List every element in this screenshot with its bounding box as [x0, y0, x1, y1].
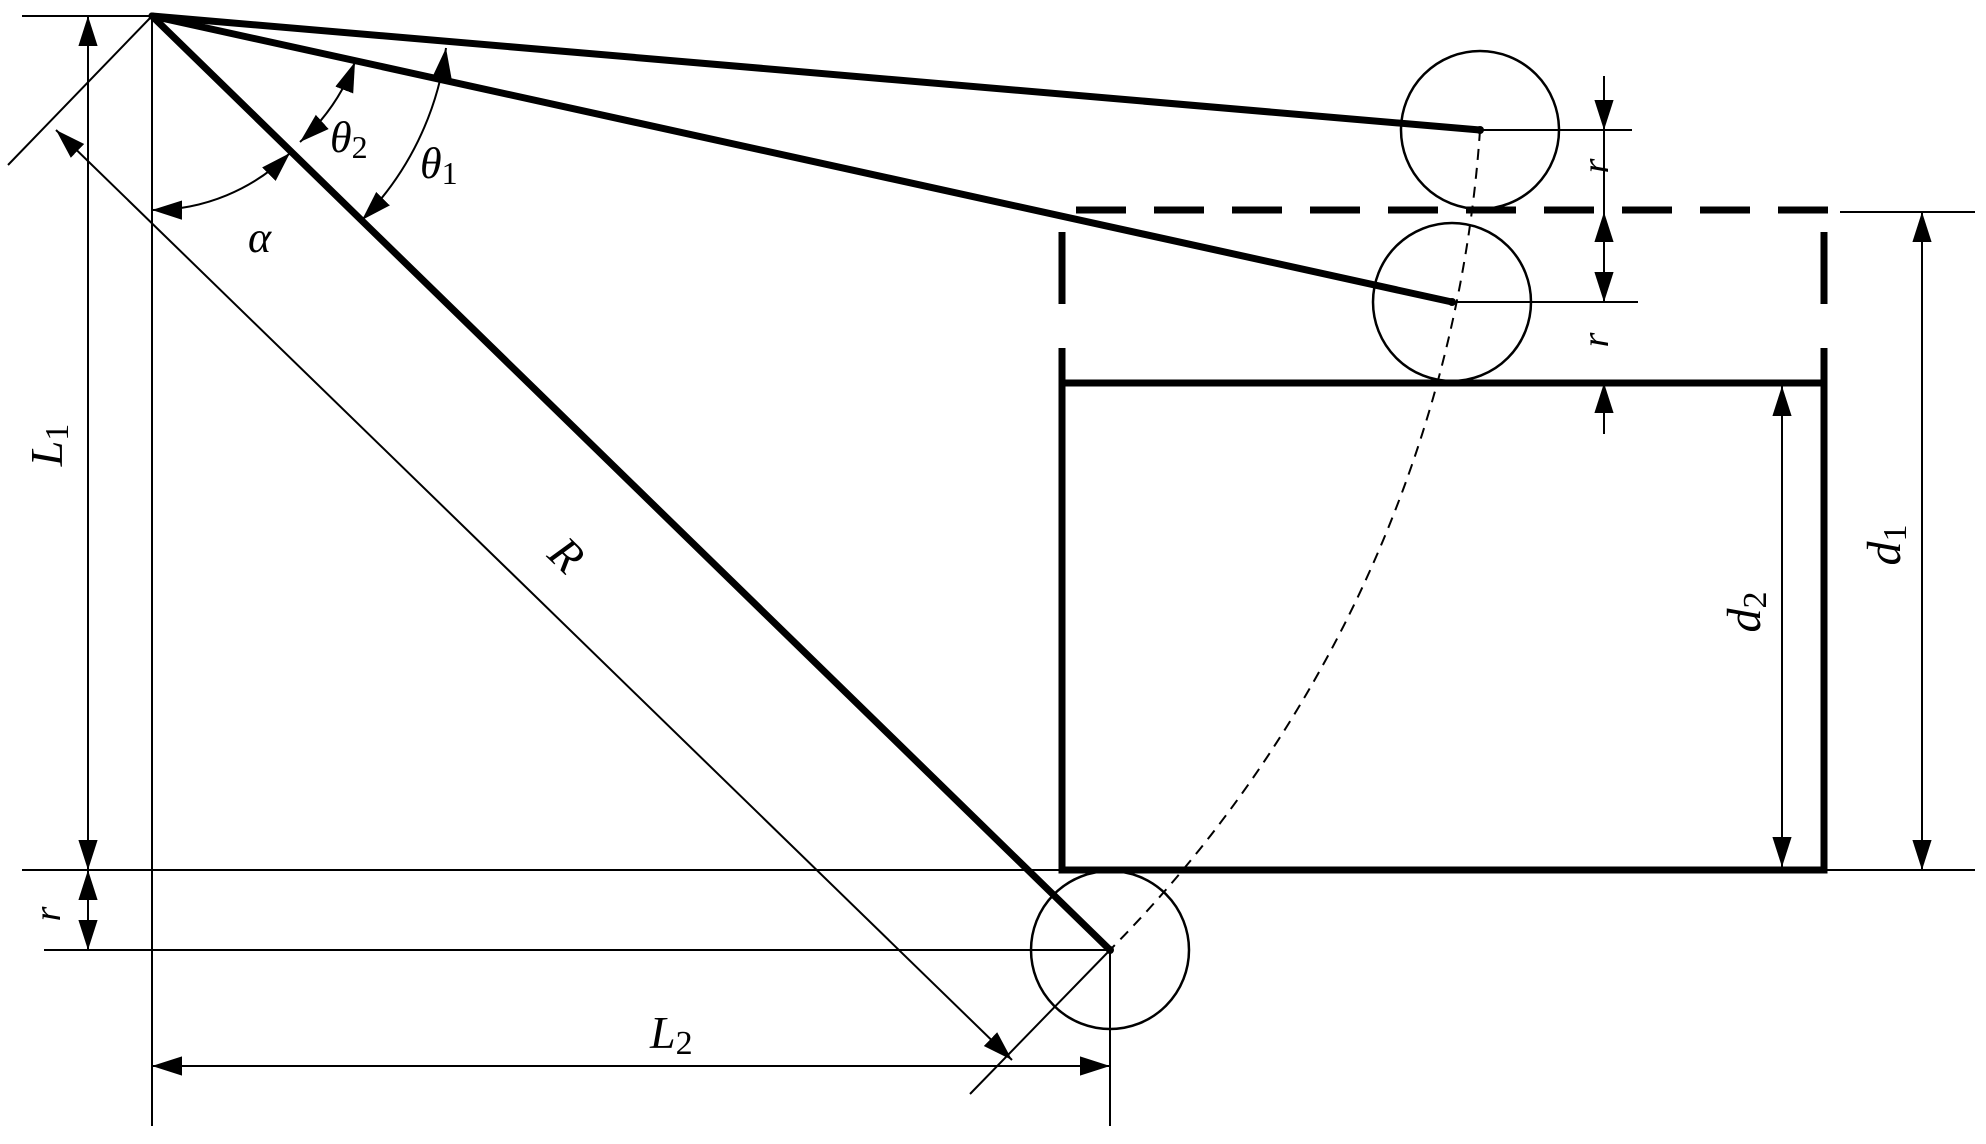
theta2-arc: [299, 61, 356, 143]
labels: L1 r L2 R α θ2 θ1 r r d1 d2: [21, 113, 1914, 1062]
label-theta2: θ2: [330, 113, 368, 165]
roller-centers: [1106, 126, 1484, 954]
box-outline: [1058, 379, 1828, 874]
reference-lines: [7, 15, 1975, 1126]
label-r-upper: r: [1575, 158, 1617, 173]
label-alpha: α: [248, 213, 272, 262]
R-dimension-line: [55, 129, 1013, 1061]
label-L2: L2: [649, 1007, 693, 1062]
label-L1: L1: [21, 424, 76, 468]
theta1-arc: [361, 47, 452, 221]
box: [1058, 206, 1830, 874]
label-r-middle: r: [1575, 332, 1617, 347]
label-R: R: [538, 526, 594, 583]
arm-line-theta1: [148, 12, 1484, 134]
tangent-line-bottom: [969, 949, 1111, 1095]
swing-arc: [1109, 129, 1481, 951]
alpha-arc: [151, 152, 291, 220]
label-r-left: r: [27, 906, 69, 921]
tangent-line-top: [7, 15, 153, 166]
label-theta1: θ1: [420, 139, 458, 191]
arm-line-R: [148, 12, 1114, 954]
dimension-arrows: [78, 15, 1932, 1076]
rollers: [1029, 49, 1561, 1031]
label-d1: d1: [1858, 525, 1914, 566]
label-d2: d2: [1718, 592, 1774, 633]
